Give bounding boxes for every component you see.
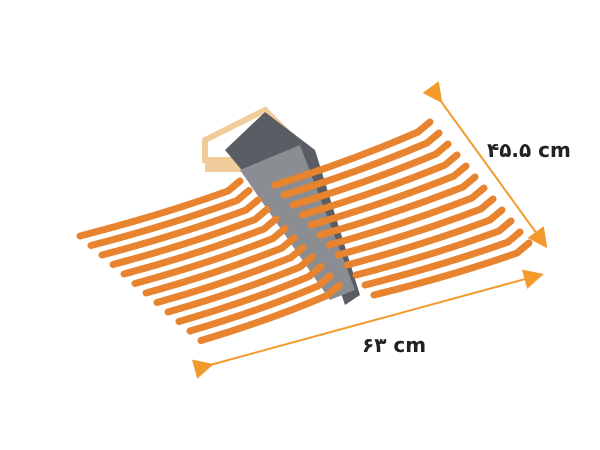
right-rod: [271, 118, 434, 189]
width-label: ۶۳ cm: [362, 333, 427, 357]
left-rod: [120, 215, 280, 278]
depth-arrow: [422, 81, 548, 249]
left-rod: [87, 187, 253, 249]
rack-frame: [225, 112, 360, 305]
left-rod: [109, 206, 271, 268]
left-rod: [131, 225, 289, 287]
depth-label: ۴۵.۵ cm: [487, 138, 571, 162]
width-arrow: [191, 269, 544, 379]
left-rod: [98, 196, 262, 259]
left-rod: [76, 177, 244, 240]
right-rod: [280, 129, 443, 199]
